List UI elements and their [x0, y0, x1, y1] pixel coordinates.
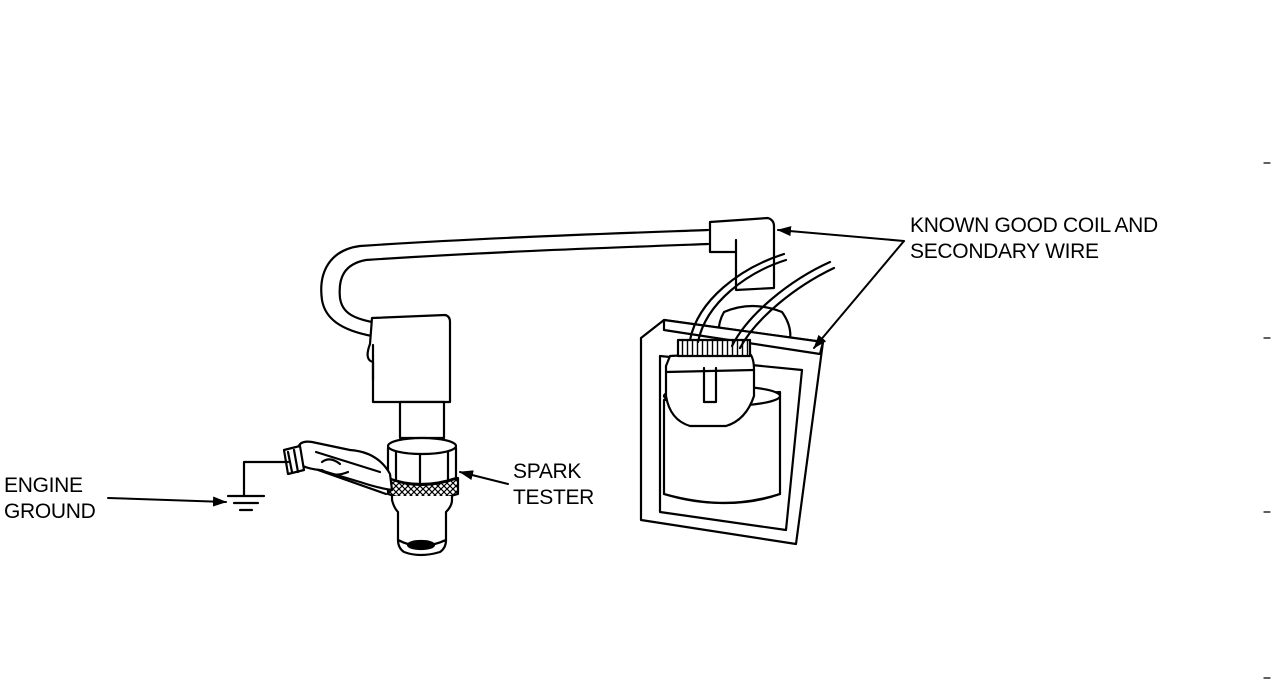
spark-tester-arrow: [460, 470, 508, 484]
secondary-wire: [321, 230, 708, 336]
engine-ground-label: ENGINE GROUND: [4, 474, 96, 523]
spark-tester-label: SPARK TESTER: [513, 460, 595, 509]
ignition-coil: [641, 218, 834, 544]
edge-marks: [1264, 163, 1270, 678]
ground-symbol-icon: [228, 496, 264, 510]
leader-arrows: [108, 226, 904, 507]
coil-frame-arrow: [814, 241, 904, 348]
engine-ground-arrow: [108, 496, 226, 507]
ground-clip: [284, 442, 392, 494]
coil-label: KNOWN GOOD COIL AND SECONDARY WIRE: [910, 214, 1158, 263]
coil-wire-arrow: [778, 226, 904, 241]
spark-tester: [368, 315, 458, 555]
ground-lead: [244, 462, 288, 496]
